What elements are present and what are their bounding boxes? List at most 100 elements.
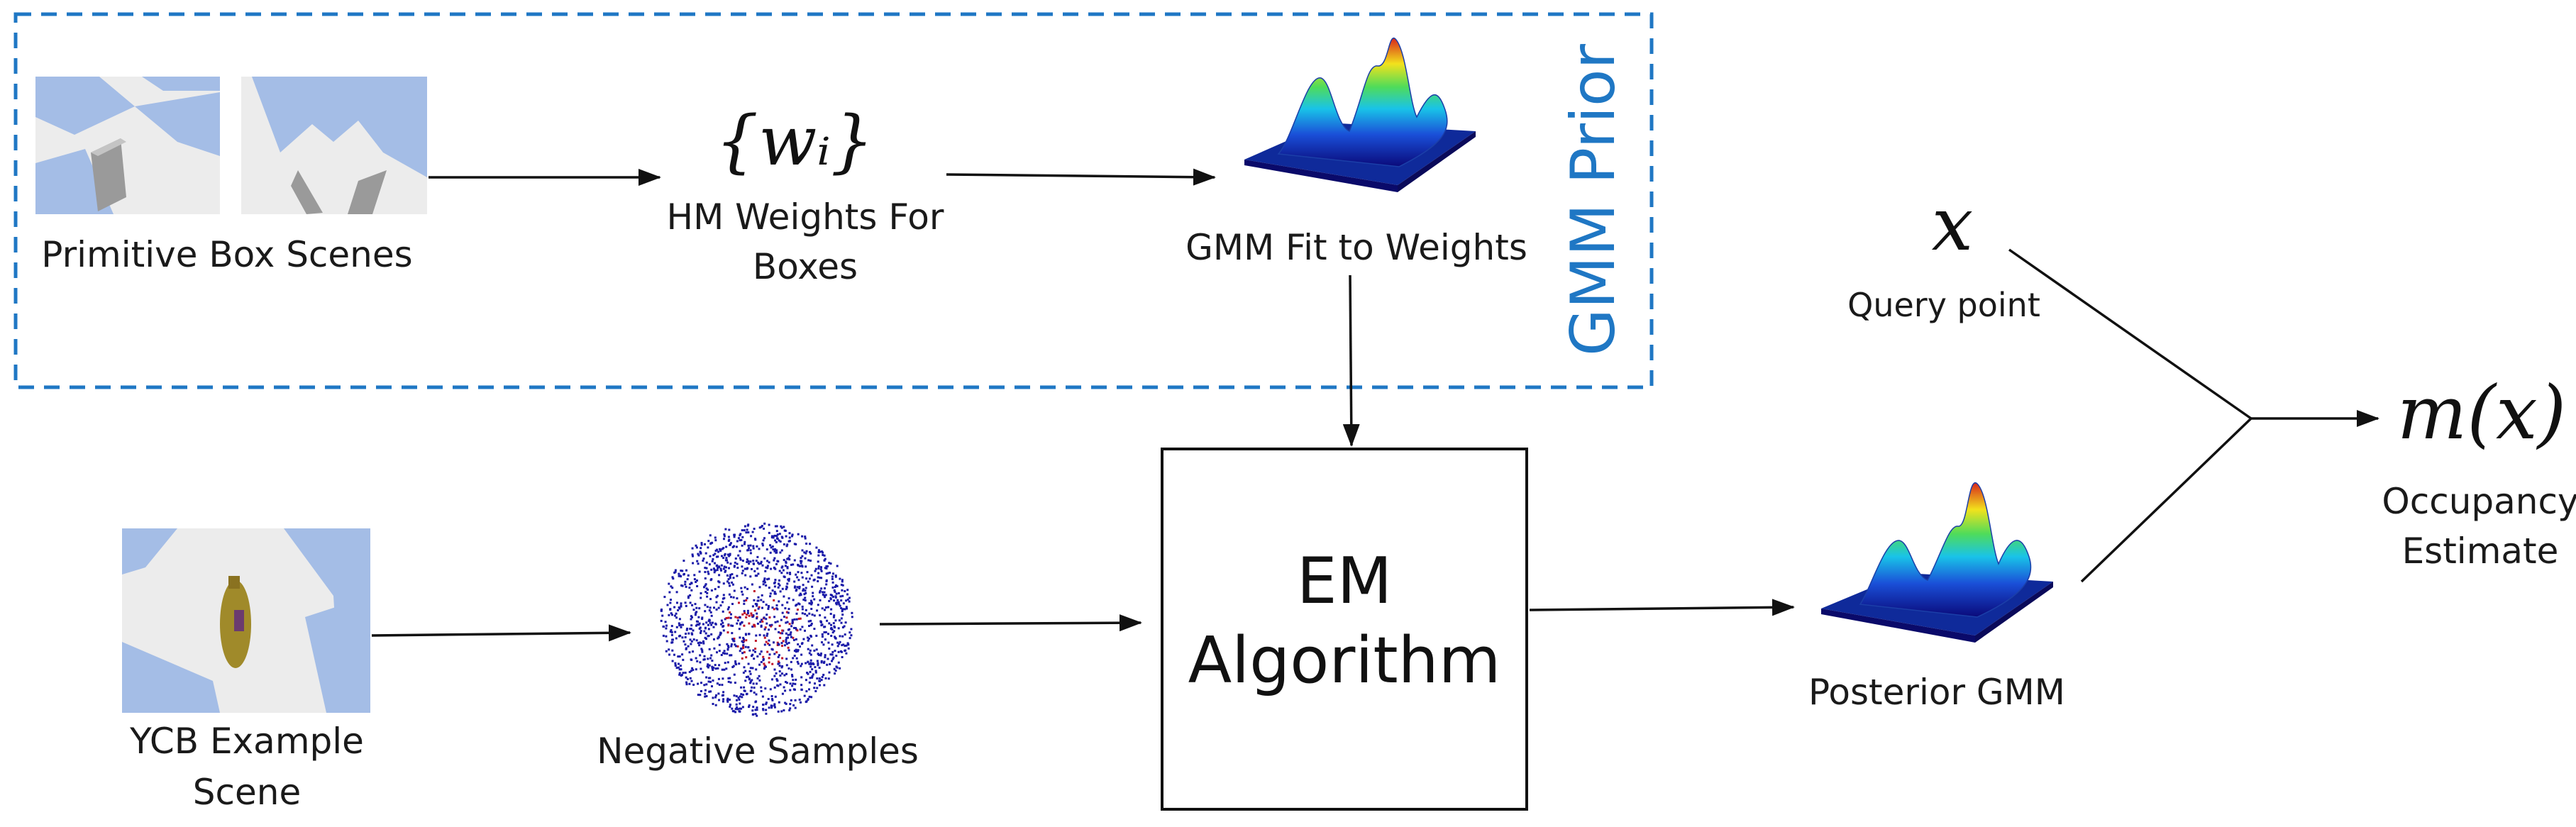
sample-point xyxy=(760,689,763,692)
sample-point xyxy=(761,618,763,621)
sample-point xyxy=(744,633,747,635)
sample-point xyxy=(761,620,764,623)
sample-point xyxy=(704,584,707,587)
sample-point xyxy=(717,606,720,609)
ycb-label-line1: YCB Example xyxy=(129,721,364,762)
sample-point xyxy=(763,636,766,639)
sample-point xyxy=(773,675,776,677)
sample-point xyxy=(820,621,823,623)
sample-point xyxy=(706,606,709,609)
sample-point xyxy=(805,609,807,611)
sample-point xyxy=(741,565,743,568)
sample-point xyxy=(727,645,729,648)
sample-point xyxy=(800,676,803,679)
sample-point xyxy=(831,650,834,653)
sample-point xyxy=(785,535,787,538)
sample-point xyxy=(680,602,682,605)
sample-point xyxy=(665,650,668,653)
sample-point xyxy=(707,588,709,591)
sample-point xyxy=(732,596,735,599)
sample-point xyxy=(845,644,848,647)
sample-point xyxy=(841,594,844,597)
sample-point xyxy=(711,665,714,668)
sample-point xyxy=(809,653,812,656)
hm-weights-label-line2: Boxes xyxy=(753,246,858,287)
sample-point xyxy=(765,634,768,637)
sample-point xyxy=(841,644,844,647)
sample-point xyxy=(834,596,837,599)
sample-point xyxy=(660,609,663,612)
sample-point xyxy=(676,601,678,604)
sample-point xyxy=(851,616,853,618)
arrow-samples-to-em xyxy=(879,614,1142,632)
sample-point xyxy=(768,523,770,526)
sample-point xyxy=(687,596,690,599)
sample-point xyxy=(773,641,775,644)
sample-point xyxy=(708,648,711,650)
sample-point xyxy=(768,577,770,580)
sample-point xyxy=(724,662,726,665)
sample-point xyxy=(758,675,761,677)
sample-point xyxy=(773,653,776,655)
sample-point xyxy=(787,578,790,581)
sample-point xyxy=(795,612,798,615)
sample-point xyxy=(773,567,776,570)
sample-point xyxy=(834,635,836,638)
sample-point xyxy=(662,634,665,637)
sample-point xyxy=(785,672,787,675)
sample-point xyxy=(765,640,768,643)
sample-point xyxy=(671,649,674,652)
sample-point xyxy=(723,535,726,538)
sample-point xyxy=(689,677,692,679)
sample-point xyxy=(704,610,707,613)
sample-point xyxy=(743,651,746,654)
sample-point xyxy=(805,565,807,568)
sample-point xyxy=(701,616,704,619)
sample-point xyxy=(765,701,768,704)
sample-point xyxy=(692,609,695,611)
sample-point xyxy=(810,574,813,577)
sample-point xyxy=(728,538,731,541)
sample-point xyxy=(753,657,756,660)
em-algorithm-box xyxy=(1161,448,1528,811)
sample-point xyxy=(744,670,747,672)
sample-point xyxy=(793,586,796,589)
sample-point xyxy=(739,533,742,535)
sample-point xyxy=(779,540,782,543)
sample-point xyxy=(721,555,723,557)
sample-point xyxy=(704,571,707,573)
sample-point xyxy=(795,588,798,591)
sample-point xyxy=(771,589,774,592)
sample-point xyxy=(765,712,768,715)
sample-point xyxy=(771,606,774,609)
sample-point xyxy=(697,562,700,565)
sample-point xyxy=(731,573,734,576)
sample-point xyxy=(773,591,776,594)
sample-point xyxy=(778,670,781,672)
sample-point xyxy=(726,580,729,583)
sample-point xyxy=(762,657,765,660)
sample-point xyxy=(807,648,809,650)
sample-point xyxy=(712,554,715,557)
sample-point xyxy=(769,592,772,595)
sample-point xyxy=(675,667,678,670)
sample-point xyxy=(717,567,719,570)
sample-point xyxy=(792,563,795,566)
occupancy-label-line1: Occupancy xyxy=(2382,481,2576,522)
sample-point xyxy=(768,643,771,646)
sample-point xyxy=(747,675,749,678)
sample-point xyxy=(839,577,841,580)
sample-point xyxy=(789,707,792,710)
sample-point xyxy=(786,621,789,623)
sample-point xyxy=(776,620,779,623)
sample-point xyxy=(729,681,732,684)
sample-point xyxy=(689,601,692,604)
sample-point xyxy=(805,701,807,704)
sample-point xyxy=(811,585,814,588)
sample-point xyxy=(776,684,779,687)
sample-point xyxy=(775,541,778,543)
sample-point xyxy=(691,633,694,635)
sample-point xyxy=(796,609,799,611)
sample-point xyxy=(807,660,809,663)
sample-point xyxy=(779,551,782,554)
